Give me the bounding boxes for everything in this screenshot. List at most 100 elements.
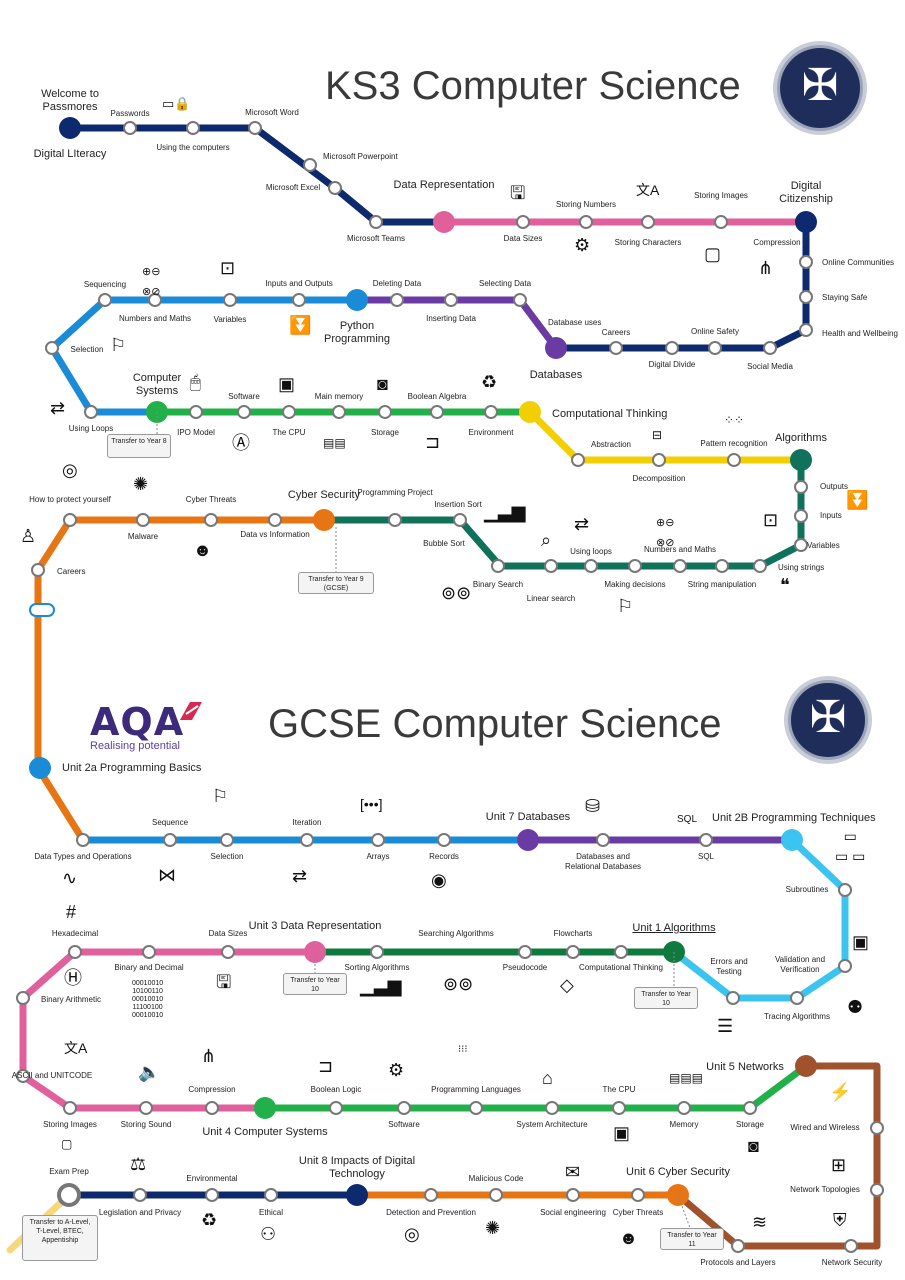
stop <box>763 341 777 355</box>
software-icon: ⚙ <box>388 1060 405 1080</box>
label-data-sizes: Data Sizes <box>503 234 543 243</box>
stop <box>609 341 623 355</box>
label-protocols-layers: Protocols and Layers <box>700 1258 776 1267</box>
label-ms-excel: Microsoft Excel <box>265 183 321 192</box>
label-outputs: Outputs <box>820 482 849 491</box>
label-boolean-logic: Boolean Logic <box>310 1085 362 1094</box>
stop <box>584 559 598 573</box>
label-sequence: Sequence <box>151 818 189 827</box>
note-transfer-year10-a: Transfer to Year 10 <box>283 973 347 995</box>
label-digital-literacy: Digital LIteracy <box>33 148 107 160</box>
stop <box>98 293 112 307</box>
stop <box>727 453 741 467</box>
label-comp-thinking: Computational Thinking <box>552 408 668 420</box>
stop <box>516 215 530 229</box>
label-pseudocode: Pseudocode <box>502 963 548 972</box>
label-cyber-security: Cyber Security <box>287 489 361 501</box>
note-transfer-final: Transfer to A-Level, T-Level, BTEC, Appe… <box>22 1215 98 1261</box>
label-numbers-maths-2: Numbers and Maths <box>643 545 717 554</box>
label-network-security: Network Security <box>821 1258 883 1267</box>
label-staying-safe: Staying Safe <box>822 293 868 302</box>
stop <box>84 405 98 419</box>
stop <box>370 945 384 959</box>
label-sorting-algorithms: Sorting Algorithms <box>344 963 410 972</box>
app-icon: Ⓐ <box>232 433 250 453</box>
iteration-icon: ⇄ <box>292 866 308 886</box>
cpu-icon: ▣ <box>613 1123 631 1143</box>
stop <box>838 883 852 897</box>
stop <box>264 1188 278 1202</box>
fingerprint-icon-2: ◎ <box>404 1224 420 1244</box>
stop <box>148 293 162 307</box>
label-digital-citizenship: Digital Citizenship <box>779 180 833 205</box>
numbers-maths-icon: ⊕⊖⊗⊘ <box>142 266 161 298</box>
stop <box>16 1069 30 1083</box>
stop <box>371 833 385 847</box>
line-unit2b <box>670 836 849 1002</box>
label-hexadecimal: Hexadecimal <box>51 929 99 938</box>
chip-icon: ▣ <box>278 374 296 394</box>
search-icon: ⌕ <box>541 530 552 550</box>
label-unit8: Unit 8 Impacts of Digital Technology <box>298 1155 416 1180</box>
label-tracing: Tracing Algorithms <box>764 1012 830 1021</box>
label-software-2: Software <box>388 1120 420 1129</box>
label-health-wellbeing: Health and Wellbeing <box>822 329 898 338</box>
memory-icon: ▤▤ <box>323 436 346 450</box>
fingerprint-icon: ◎ <box>62 460 78 480</box>
network-icon: ⊞ <box>831 1155 847 1175</box>
binoculars-icon-2: ⊚⊚ <box>443 974 474 994</box>
storing-images-icon-2: ▢ <box>61 1137 73 1151</box>
selection-icon: ⋈ <box>158 865 176 885</box>
stop <box>68 945 82 959</box>
stop <box>743 1101 757 1115</box>
floppy-icon-2: 🖫 <box>216 972 232 992</box>
email-icon: ✉ <box>565 1162 581 1182</box>
label-abstraction: Abstraction <box>590 440 632 449</box>
label-storage-2: Storage <box>735 1120 765 1129</box>
aqa-swoosh-icon <box>180 702 202 720</box>
stop <box>799 255 813 269</box>
label-arrays: Arrays <box>366 852 390 861</box>
hierarchy-icon: ▭▭ ▭ <box>835 828 866 864</box>
note-connector <box>677 1194 691 1229</box>
label-programming-languages: Programming Languages <box>431 1085 521 1094</box>
label-careers-1: Careers <box>601 328 631 337</box>
line-digital-literacy <box>66 124 448 226</box>
stop <box>518 945 532 959</box>
label-boolean-algebra: Boolean Algebra <box>407 392 467 401</box>
bar-chart-icon: ▁▃▆ <box>484 502 526 522</box>
station-digital-literacy <box>59 117 81 139</box>
tracing-icon: ⚉ <box>847 997 864 1017</box>
label-string-manipulation: String manipulation <box>687 580 757 589</box>
label-ms-powerpoint: Microsoft Powerpoint <box>323 152 398 161</box>
hacker-icon-2: ☻ <box>619 1228 638 1248</box>
station-python <box>346 289 368 311</box>
decomposition-icon: ⊟ <box>652 428 663 442</box>
label-storing-images-2: Storing Images <box>43 1120 97 1129</box>
stop <box>329 1101 343 1115</box>
stop <box>123 121 137 135</box>
label-inputs-outputs: Inputs and Outputs <box>265 279 333 288</box>
label-network-topologies: Network Topologies <box>790 1185 860 1194</box>
label-flowcharts: Flowcharts <box>553 929 593 938</box>
label-iteration: Iteration <box>292 818 322 827</box>
label-sql: SQL <box>697 852 715 861</box>
label-databases-relational: Databases and Relational Databases <box>564 852 642 871</box>
label-unit3: Unit 3 Data Representation <box>248 920 382 932</box>
virus-icon-2: ✺ <box>485 1218 501 1238</box>
compression-icon-2: ⋔ <box>201 1046 217 1066</box>
label-pattern-recognition: Pattern recognition <box>700 439 768 448</box>
stop <box>220 833 234 847</box>
aqa-logo: AQA Realising potential <box>90 700 185 752</box>
label-bubble-sort: Bubble Sort <box>423 539 465 548</box>
label-legislation: Legislation and Privacy <box>98 1208 182 1217</box>
station-databases <box>545 337 567 359</box>
label-how-to-protect: How to protect yourself <box>29 495 111 504</box>
programming-languages-icon: ⁝⁝⁝ <box>458 1044 468 1055</box>
label-using-loops-2: Using loops <box>570 547 612 556</box>
label-exam-prep: Exam Prep <box>49 1167 89 1176</box>
station-cyber-security <box>313 509 335 531</box>
stop <box>205 1188 219 1202</box>
